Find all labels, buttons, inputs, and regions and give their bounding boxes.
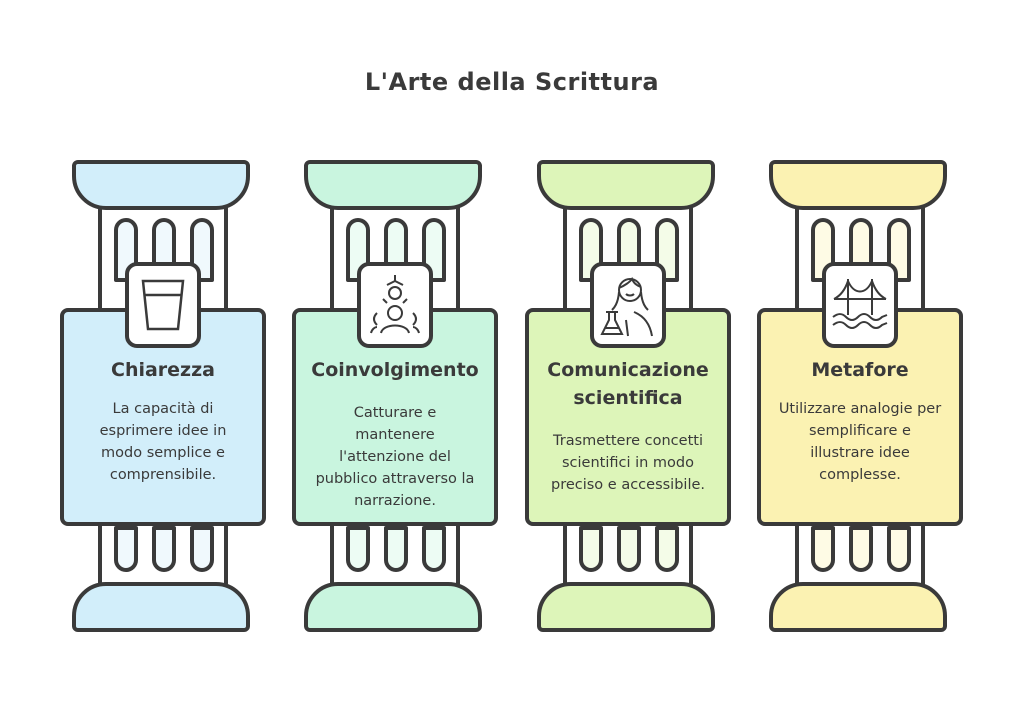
pillar-capital bbox=[304, 160, 482, 210]
column-flute bbox=[887, 526, 911, 572]
glass-of-water-icon bbox=[125, 262, 201, 348]
pillar-neck bbox=[563, 206, 693, 310]
pillar-base bbox=[537, 582, 715, 632]
pillar-capital bbox=[769, 160, 947, 210]
pillar-capital bbox=[72, 160, 250, 210]
column-flute bbox=[384, 526, 408, 572]
pillar-4: Metafore Utilizzare analogie per semplif… bbox=[757, 0, 963, 704]
column-flute bbox=[422, 218, 446, 282]
scientist-icon bbox=[590, 262, 666, 348]
pillar-description: Catturare e mantenere l'attenzione del p… bbox=[315, 405, 475, 509]
pillar-base bbox=[304, 582, 482, 632]
pillar-lower-neck bbox=[795, 524, 925, 586]
pillar-title: Comunicazione scientifica bbox=[547, 359, 709, 409]
pillar-title: Metafore bbox=[811, 359, 909, 381]
column-flute bbox=[152, 526, 176, 572]
pillar-base bbox=[72, 582, 250, 632]
pillar-2: Coinvolgimento Catturare e mantenere l'a… bbox=[292, 0, 498, 704]
column-flute bbox=[114, 526, 138, 572]
pillar-lower-neck bbox=[563, 524, 693, 586]
pillar-description: Trasmettere concetti scientifici in modo… bbox=[550, 433, 705, 493]
pillar-lower-neck bbox=[330, 524, 460, 586]
pillar-3: Comunicazione scientifica Trasmettere co… bbox=[525, 0, 731, 704]
pillar-1: Chiarezza La capacità di esprimere idee … bbox=[60, 0, 266, 704]
column-flute bbox=[849, 526, 873, 572]
pillar-lower-neck bbox=[98, 524, 228, 586]
column-flute bbox=[887, 218, 911, 282]
column-flute bbox=[579, 526, 603, 572]
column-flute bbox=[190, 526, 214, 572]
page-title: L'Arte della Scrittura bbox=[364, 68, 660, 96]
bridge-icon bbox=[822, 262, 898, 348]
audience-engagement-icon bbox=[357, 262, 433, 348]
pillar-description: La capacità di esprimere idee in modo se… bbox=[99, 401, 227, 483]
pillar-title: Coinvolgimento bbox=[311, 359, 479, 381]
pillar-capital bbox=[537, 160, 715, 210]
pillar-description: Utilizzare analogie per semplificare e i… bbox=[778, 401, 942, 483]
pillar-body bbox=[525, 308, 731, 526]
pillar-neck bbox=[98, 206, 228, 310]
column-flute bbox=[617, 526, 641, 572]
column-flute bbox=[655, 526, 679, 572]
pillar-title: Chiarezza bbox=[111, 359, 215, 381]
column-flute bbox=[811, 526, 835, 572]
pillar-neck bbox=[795, 206, 925, 310]
pillar-base bbox=[769, 582, 947, 632]
column-flute bbox=[422, 526, 446, 572]
column-flute bbox=[346, 526, 370, 572]
pillar-neck bbox=[330, 206, 460, 310]
